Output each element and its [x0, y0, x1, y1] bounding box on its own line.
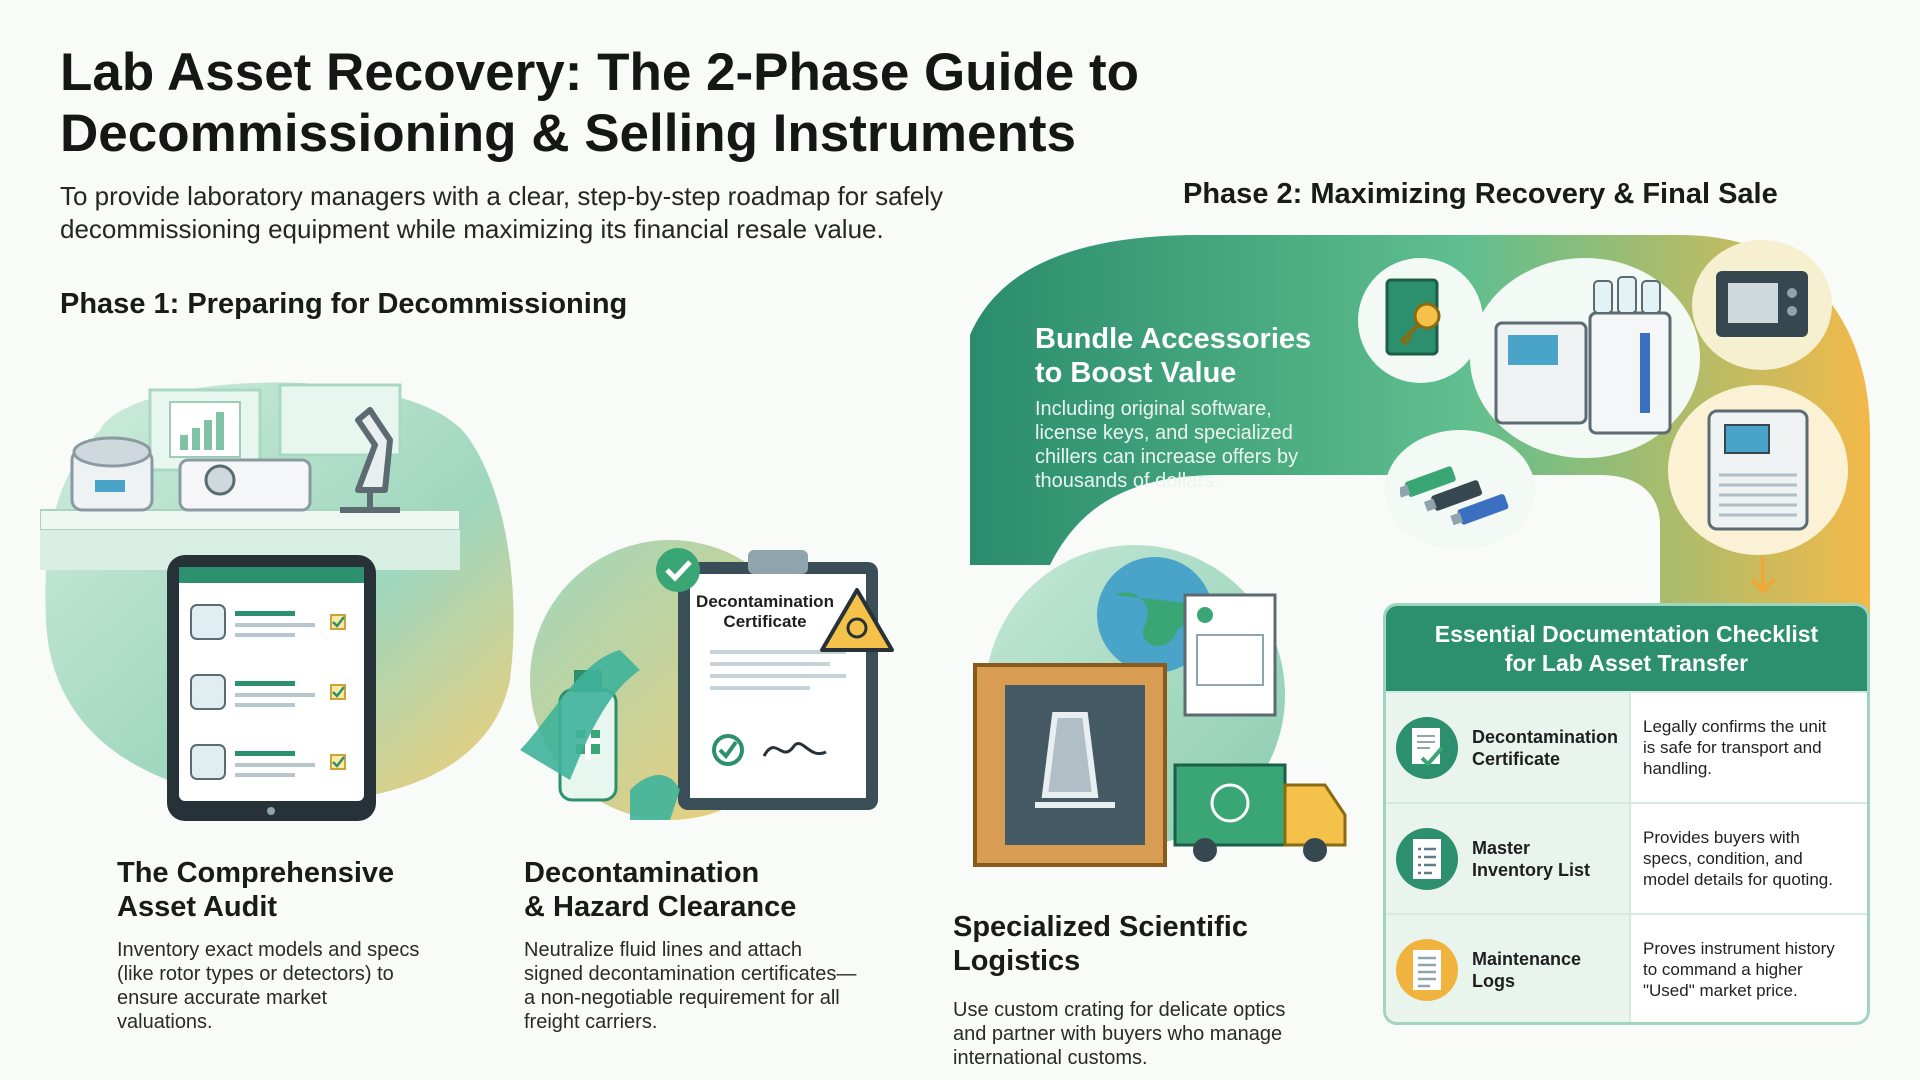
- decontamination-section: Decontamination & Hazard Clearance Neutr…: [524, 856, 924, 1034]
- checklist-title-line-1: Essential Documentation Checklist: [1434, 620, 1819, 647]
- checklist-item-name: Maintenance Logs: [1472, 948, 1581, 992]
- decontamination-body-line: signed decontamination certificates—: [524, 963, 857, 985]
- checklist-row-label: Maintenance Logs: [1386, 915, 1631, 1022]
- bundle-body-line: license keys, and specialized: [1035, 422, 1293, 444]
- checklist-item-name-line: Maintenance: [1472, 948, 1582, 969]
- checklist-row-description: Provides buyers with specs, condition, a…: [1631, 804, 1867, 913]
- decontamination-title-line-2: & Hazard Clearance: [524, 891, 797, 923]
- checklist-row: Maintenance Logs Proves instrument histo…: [1386, 913, 1867, 1022]
- certificate-label: Decontamination Certificate: [690, 592, 840, 632]
- logistics-section: Specialized Scientific Logistics Use cus…: [953, 910, 1383, 1070]
- decontamination-body-line: Neutralize fluid lines and attach: [524, 939, 802, 961]
- phase1-heading: Phase 1: Preparing for Decommissioning: [60, 288, 628, 320]
- certificate-label-line-1: Decontamination: [696, 592, 834, 611]
- checklist-description-line: Legally confirms the unit: [1643, 717, 1827, 736]
- bundle-body-line: thousands of dollars.: [1035, 470, 1220, 492]
- checklist-item-name: Master Inventory List: [1472, 837, 1590, 881]
- checklist-description-text: Proves instrument history to command a h…: [1643, 938, 1835, 1001]
- checklist-description-line: handling.: [1643, 759, 1713, 778]
- maintenance-log-icon: [1396, 938, 1458, 1001]
- checklist-item-name: Decontamination Certificate: [1472, 726, 1618, 770]
- checklist-row-description: Legally confirms the unit is safe for tr…: [1631, 693, 1867, 802]
- checklist-description-line: Provides buyers with: [1643, 828, 1800, 847]
- asset-audit-title-line-1: The Comprehensive: [117, 857, 395, 889]
- decontamination-title: Decontamination & Hazard Clearance: [524, 856, 924, 924]
- checklist-item-name-line: Inventory List: [1472, 859, 1591, 880]
- logistics-body: Use custom crating for delicate optics a…: [953, 998, 1383, 1070]
- logistics-body-line: and partner with buyers who manage: [953, 1023, 1283, 1045]
- chiller-box-icon: [1692, 240, 1832, 370]
- audit-tablet-illustration: [165, 553, 378, 823]
- checklist-item-name-line: Decontamination: [1472, 726, 1619, 747]
- checklist-description-line: model details for quoting.: [1643, 870, 1833, 889]
- asset-audit-section: The Comprehensive Asset Audit Inventory …: [117, 856, 477, 1034]
- checklist-row-label: Master Inventory List: [1386, 804, 1631, 913]
- software-license-key-icon: [1358, 258, 1483, 383]
- checklist-description-line: to command a higher: [1643, 960, 1803, 979]
- checklist-description-line: "Used" market price.: [1643, 981, 1798, 1000]
- asset-audit-title-line-2: Asset Audit: [117, 891, 278, 923]
- certificate-label-line-2: Certificate: [723, 612, 807, 631]
- checklist-item-name-line: Master: [1472, 837, 1531, 858]
- checklist-title-line-2: for Lab Asset Transfer: [1504, 649, 1749, 676]
- asset-audit-body-line: ensure accurate market: [117, 987, 328, 1009]
- certificate-check-icon: [1396, 716, 1458, 779]
- checklist-description-text: Provides buyers with specs, condition, a…: [1643, 827, 1833, 890]
- checklist-description-line: specs, condition, and: [1643, 849, 1803, 868]
- subtitle-line-2: decommissioning equipment while maximizi…: [60, 214, 884, 244]
- checklist-row-description: Proves instrument history to command a h…: [1631, 915, 1867, 1022]
- checklist-row: Master Inventory List Provides buyers wi…: [1386, 802, 1867, 913]
- bundle-body-line: Including original software,: [1035, 398, 1272, 420]
- page-title: Lab Asset Recovery: The 2-Phase Guide to…: [60, 42, 1260, 164]
- bundle-title: Bundle Accessories to Boost Value: [1035, 322, 1311, 390]
- title-line-1: Lab Asset Recovery: The 2-Phase Guide to: [60, 43, 1139, 102]
- decontamination-body: Neutralize fluid lines and attach signed…: [524, 938, 924, 1034]
- chiller-unit-icon: [1668, 385, 1848, 555]
- usb-drives-icon: [1385, 430, 1535, 550]
- asset-audit-body: Inventory exact models and specs (like r…: [117, 938, 477, 1034]
- checklist-item-name-line: Certificate: [1472, 748, 1561, 769]
- bundle-title-line-2: to Boost Value: [1035, 357, 1237, 389]
- page-subtitle: To provide laboratory managers with a cl…: [60, 180, 1020, 246]
- down-arrow-icon: [1748, 555, 1778, 595]
- logistics-title: Specialized Scientific Logistics: [953, 911, 1248, 977]
- logistics-body-line: Use custom crating for delicate optics: [953, 999, 1286, 1021]
- checklist-item-name-line: Logs: [1472, 970, 1515, 991]
- checklist-description-line: is safe for transport and: [1643, 738, 1822, 757]
- logistics-body-line: international customs.: [953, 1047, 1148, 1069]
- bundle-body-line: chillers can increase offers by: [1035, 446, 1299, 468]
- subtitle-line-1: To provide laboratory managers with a cl…: [60, 181, 943, 211]
- documentation-checklist: Essential Documentation Checklist for La…: [1383, 603, 1870, 1025]
- hplc-instrument-icon: [1470, 258, 1700, 458]
- checklist-description-line: Proves instrument history: [1643, 939, 1835, 958]
- title-line-2: Decommissioning & Selling Instruments: [60, 104, 1077, 163]
- checklist-row-label: Decontamination Certificate: [1386, 693, 1631, 802]
- asset-audit-body-line: Inventory exact models and specs: [117, 939, 420, 961]
- checklist-row: Decontamination Certificate Legally conf…: [1386, 691, 1867, 802]
- asset-audit-body-line: (like rotor types or detectors) to: [117, 963, 394, 985]
- asset-audit-body-line: valuations.: [117, 1011, 213, 1033]
- logistics-illustration: [965, 545, 1365, 875]
- decontamination-illustration: [520, 520, 920, 850]
- bundle-body: Including original software, license key…: [1035, 397, 1298, 493]
- checklist-description-text: Legally confirms the unit is safe for tr…: [1643, 716, 1826, 779]
- decontamination-body-line: freight carriers.: [524, 1011, 658, 1033]
- decontamination-body-line: a non-negotiable requirement for all: [524, 987, 840, 1009]
- bundle-title-line-1: Bundle Accessories: [1035, 323, 1312, 355]
- checklist-header: Essential Documentation Checklist for La…: [1386, 606, 1867, 691]
- phase2-heading: Phase 2: Maximizing Recovery & Final Sal…: [1183, 178, 1778, 210]
- asset-audit-title: The Comprehensive Asset Audit: [117, 856, 477, 924]
- inventory-list-icon: [1396, 827, 1458, 890]
- decontamination-title-line-1: Decontamination: [524, 857, 760, 889]
